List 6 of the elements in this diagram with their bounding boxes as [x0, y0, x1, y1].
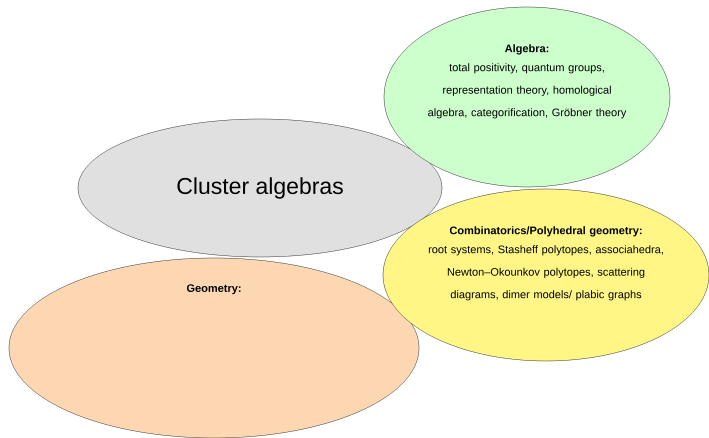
heading-text: Combinatorics/Polyhedral geometry: — [450, 226, 642, 236]
body-text: total positivity, quantum groups, representation theory, homological algebra, categorification, Gröbner theory — [428, 63, 626, 118]
heading-text: Geometry: — [186, 284, 240, 294]
title-text: Cluster algebras — [177, 177, 343, 199]
body-text: root systems, Stasheff polytopes, associahedra, Newton–Okounkov polytopes, scattering diagrams, dimer models/ plabic graphs — [428, 245, 663, 300]
heading-text: Algebra: — [504, 44, 548, 54]
